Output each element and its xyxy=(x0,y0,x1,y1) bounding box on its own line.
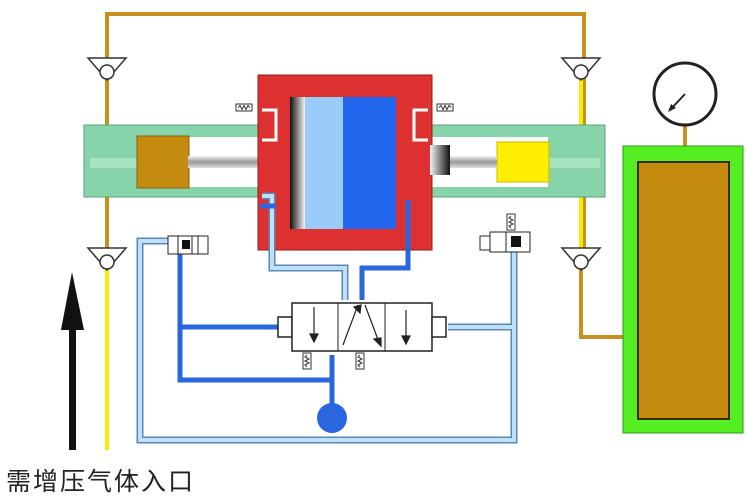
pilot-air-line-dark xyxy=(177,200,411,408)
directional-valve xyxy=(277,302,447,352)
drive-block xyxy=(257,74,450,251)
air-supply-point xyxy=(317,403,347,433)
pressure-gauge-icon xyxy=(652,61,718,127)
gas-inlet-caption: 需增压气体入口 xyxy=(6,467,196,496)
check-valve-icon xyxy=(86,57,602,272)
spring-icon xyxy=(302,352,365,370)
flow-arrow-icon xyxy=(61,272,84,450)
storage-tank xyxy=(622,145,744,434)
solenoid-valve-icon xyxy=(479,213,531,253)
solenoid-valve-icon xyxy=(167,235,209,255)
pilot-air-line-light xyxy=(136,192,518,444)
spring-icon xyxy=(235,103,454,112)
